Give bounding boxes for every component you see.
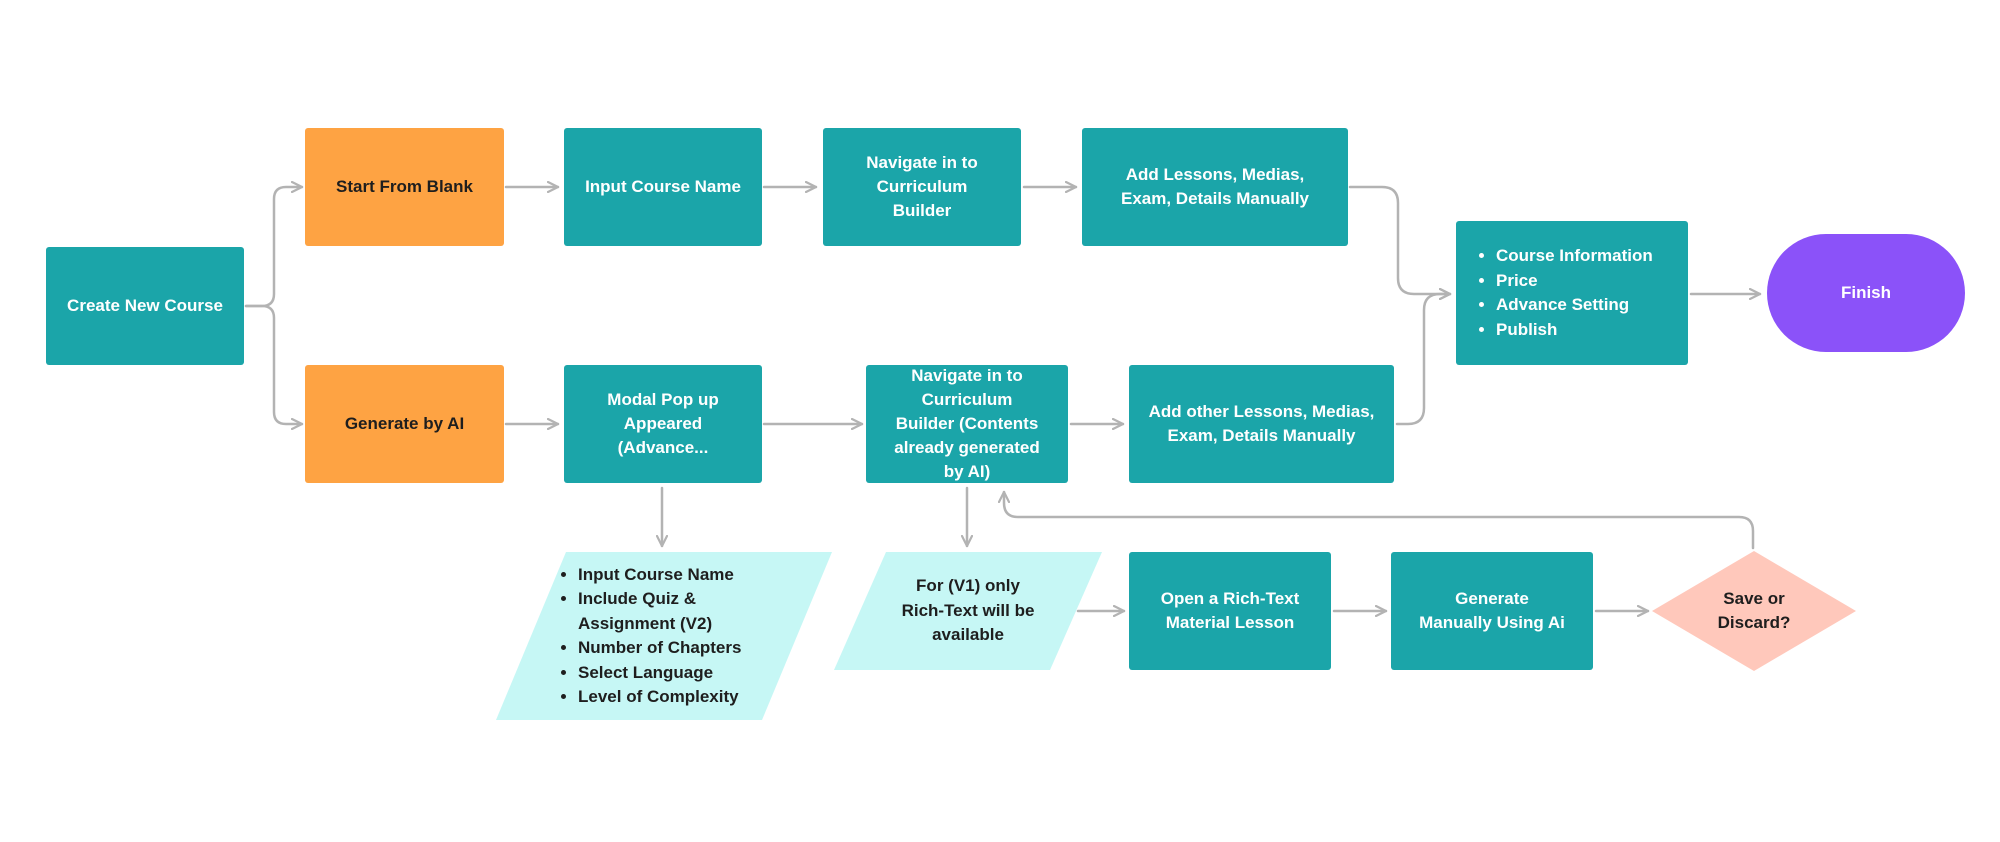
- generate-manually-node[interactable]: Generate Manually Using Ai: [1391, 552, 1593, 670]
- v1-note-shape: [834, 552, 1102, 670]
- generate-by-ai-node[interactable]: Generate by AI: [305, 365, 504, 483]
- connector-decision-loop-back: [1004, 490, 1755, 550]
- modal-fields-item: Select Language: [578, 661, 766, 686]
- generate-by-ai-label: Generate by AI: [344, 414, 465, 433]
- course-settings-item: Publish: [1496, 318, 1653, 343]
- navigate-curriculum-builder-label: Navigate in to Curriculum Builder: [866, 153, 978, 220]
- course-settings-node[interactable]: Course Information Price Advance Setting…: [1456, 221, 1688, 365]
- v1-note-node[interactable]: For (V1) only Rich-Text will be availabl…: [834, 552, 1102, 670]
- connector-add-other-to-settings: [1395, 294, 1452, 426]
- modal-fields-item: Input Course Name: [578, 563, 766, 588]
- modal-fields-list: Input Course Name Include Quiz & Assignm…: [556, 563, 766, 710]
- add-lessons-manually-node[interactable]: Add Lessons, Medias, Exam, Details Manua…: [1082, 128, 1348, 246]
- modal-fields-item: Number of Chapters: [578, 636, 766, 661]
- add-lessons-manually-label: Add Lessons, Medias, Exam, Details Manua…: [1120, 165, 1310, 208]
- modal-popup-label: Modal Pop up Appeared (Advance...: [607, 390, 719, 457]
- navigate-curriculum-builder-ai-label: Navigate in to Curriculum Builder (Conte…: [894, 366, 1040, 481]
- v1-note-label: For (V1) only Rich-Text will be availabl…: [901, 576, 1035, 645]
- course-settings-list: Course Information Price Advance Setting…: [1474, 244, 1653, 342]
- finish-label: Finish: [1840, 283, 1892, 302]
- add-other-lessons-node[interactable]: Add other Lessons, Medias, Exam, Details…: [1129, 365, 1394, 483]
- open-rich-text-label: Open a Rich-Text Material Lesson: [1160, 589, 1300, 632]
- connector-create-to-blank: [244, 187, 304, 308]
- open-rich-text-node[interactable]: Open a Rich-Text Material Lesson: [1129, 552, 1331, 670]
- create-new-course-node[interactable]: Create New Course: [46, 247, 244, 365]
- finish-node[interactable]: Finish: [1767, 234, 1965, 352]
- save-or-discard-node[interactable]: Save or Discard?: [1652, 551, 1856, 671]
- modal-fields-item: Include Quiz & Assignment (V2): [578, 587, 766, 636]
- v1-note-text: For (V1) only Rich-Text will be availabl…: [898, 552, 1038, 670]
- modal-fields-shape: [496, 552, 832, 720]
- modal-popup-node[interactable]: Modal Pop up Appeared (Advance...: [564, 365, 762, 483]
- modal-fields-text: Input Course Name Include Quiz & Assignm…: [556, 552, 766, 720]
- save-or-discard-text: Save or Discard?: [1704, 551, 1804, 671]
- input-course-name-label: Input Course Name: [585, 177, 741, 196]
- add-other-lessons-label: Add other Lessons, Medias, Exam, Details…: [1148, 402, 1375, 445]
- modal-fields-item: Level of Complexity: [578, 685, 766, 710]
- course-settings-item: Price: [1496, 269, 1653, 294]
- navigate-curriculum-builder-ai-node[interactable]: Navigate in to Curriculum Builder (Conte…: [866, 365, 1068, 483]
- start-from-blank-node[interactable]: Start From Blank: [305, 128, 504, 246]
- course-settings-item: Course Information: [1496, 244, 1653, 269]
- course-settings-item: Advance Setting: [1496, 293, 1653, 318]
- input-course-name-node[interactable]: Input Course Name: [564, 128, 762, 246]
- save-or-discard-shape: [1652, 551, 1856, 671]
- generate-manually-label: Generate Manually Using Ai: [1419, 589, 1565, 632]
- save-or-discard-label: Save or Discard?: [1717, 589, 1791, 632]
- navigate-curriculum-builder-node[interactable]: Navigate in to Curriculum Builder: [823, 128, 1021, 246]
- create-new-course-label: Create New Course: [67, 296, 223, 315]
- connector-add-lessons-to-settings: [1348, 185, 1452, 294]
- start-from-blank-label: Start From Blank: [336, 177, 473, 196]
- modal-fields-node[interactable]: Input Course Name Include Quiz & Assignm…: [496, 552, 832, 720]
- connector-create-to-ai: [244, 304, 304, 424]
